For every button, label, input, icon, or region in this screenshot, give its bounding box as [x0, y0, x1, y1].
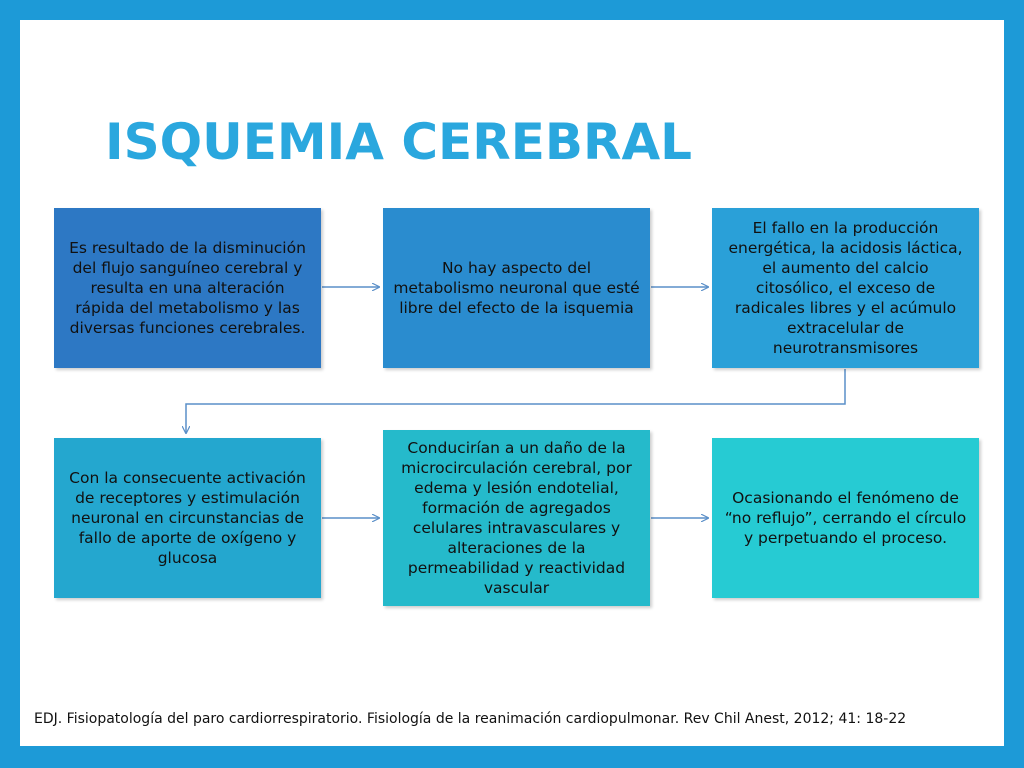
process-box-6-text: Ocasionando el fenómeno de “no reflujo”,…	[724, 489, 967, 547]
process-box-2-text: No hay aspecto del metabolismo neuronal …	[393, 259, 640, 317]
process-box-4: Con la consecuente activación de recepto…	[54, 438, 321, 598]
process-box-3-text: El fallo en la producción energética, la…	[728, 219, 963, 357]
process-box-4-text: Con la consecuente activación de recepto…	[69, 469, 306, 567]
process-box-2: No hay aspecto del metabolismo neuronal …	[383, 208, 650, 368]
process-box-6: Ocasionando el fenómeno de “no reflujo”,…	[712, 438, 979, 598]
process-box-5-text: Conducirían a un daño de la microcircula…	[401, 439, 632, 597]
process-box-1-text: Es resultado de la disminución del flujo…	[69, 239, 306, 337]
process-box-5: Conducirían a un daño de la microcircula…	[383, 430, 650, 606]
process-box-1: Es resultado de la disminución del flujo…	[54, 208, 321, 368]
process-box-3: El fallo en la producción energética, la…	[712, 208, 979, 368]
page-title: ISQUEMIA CEREBRAL	[105, 113, 693, 171]
reference-citation: EDJ. Fisiopatología del paro cardiorresp…	[34, 711, 907, 727]
